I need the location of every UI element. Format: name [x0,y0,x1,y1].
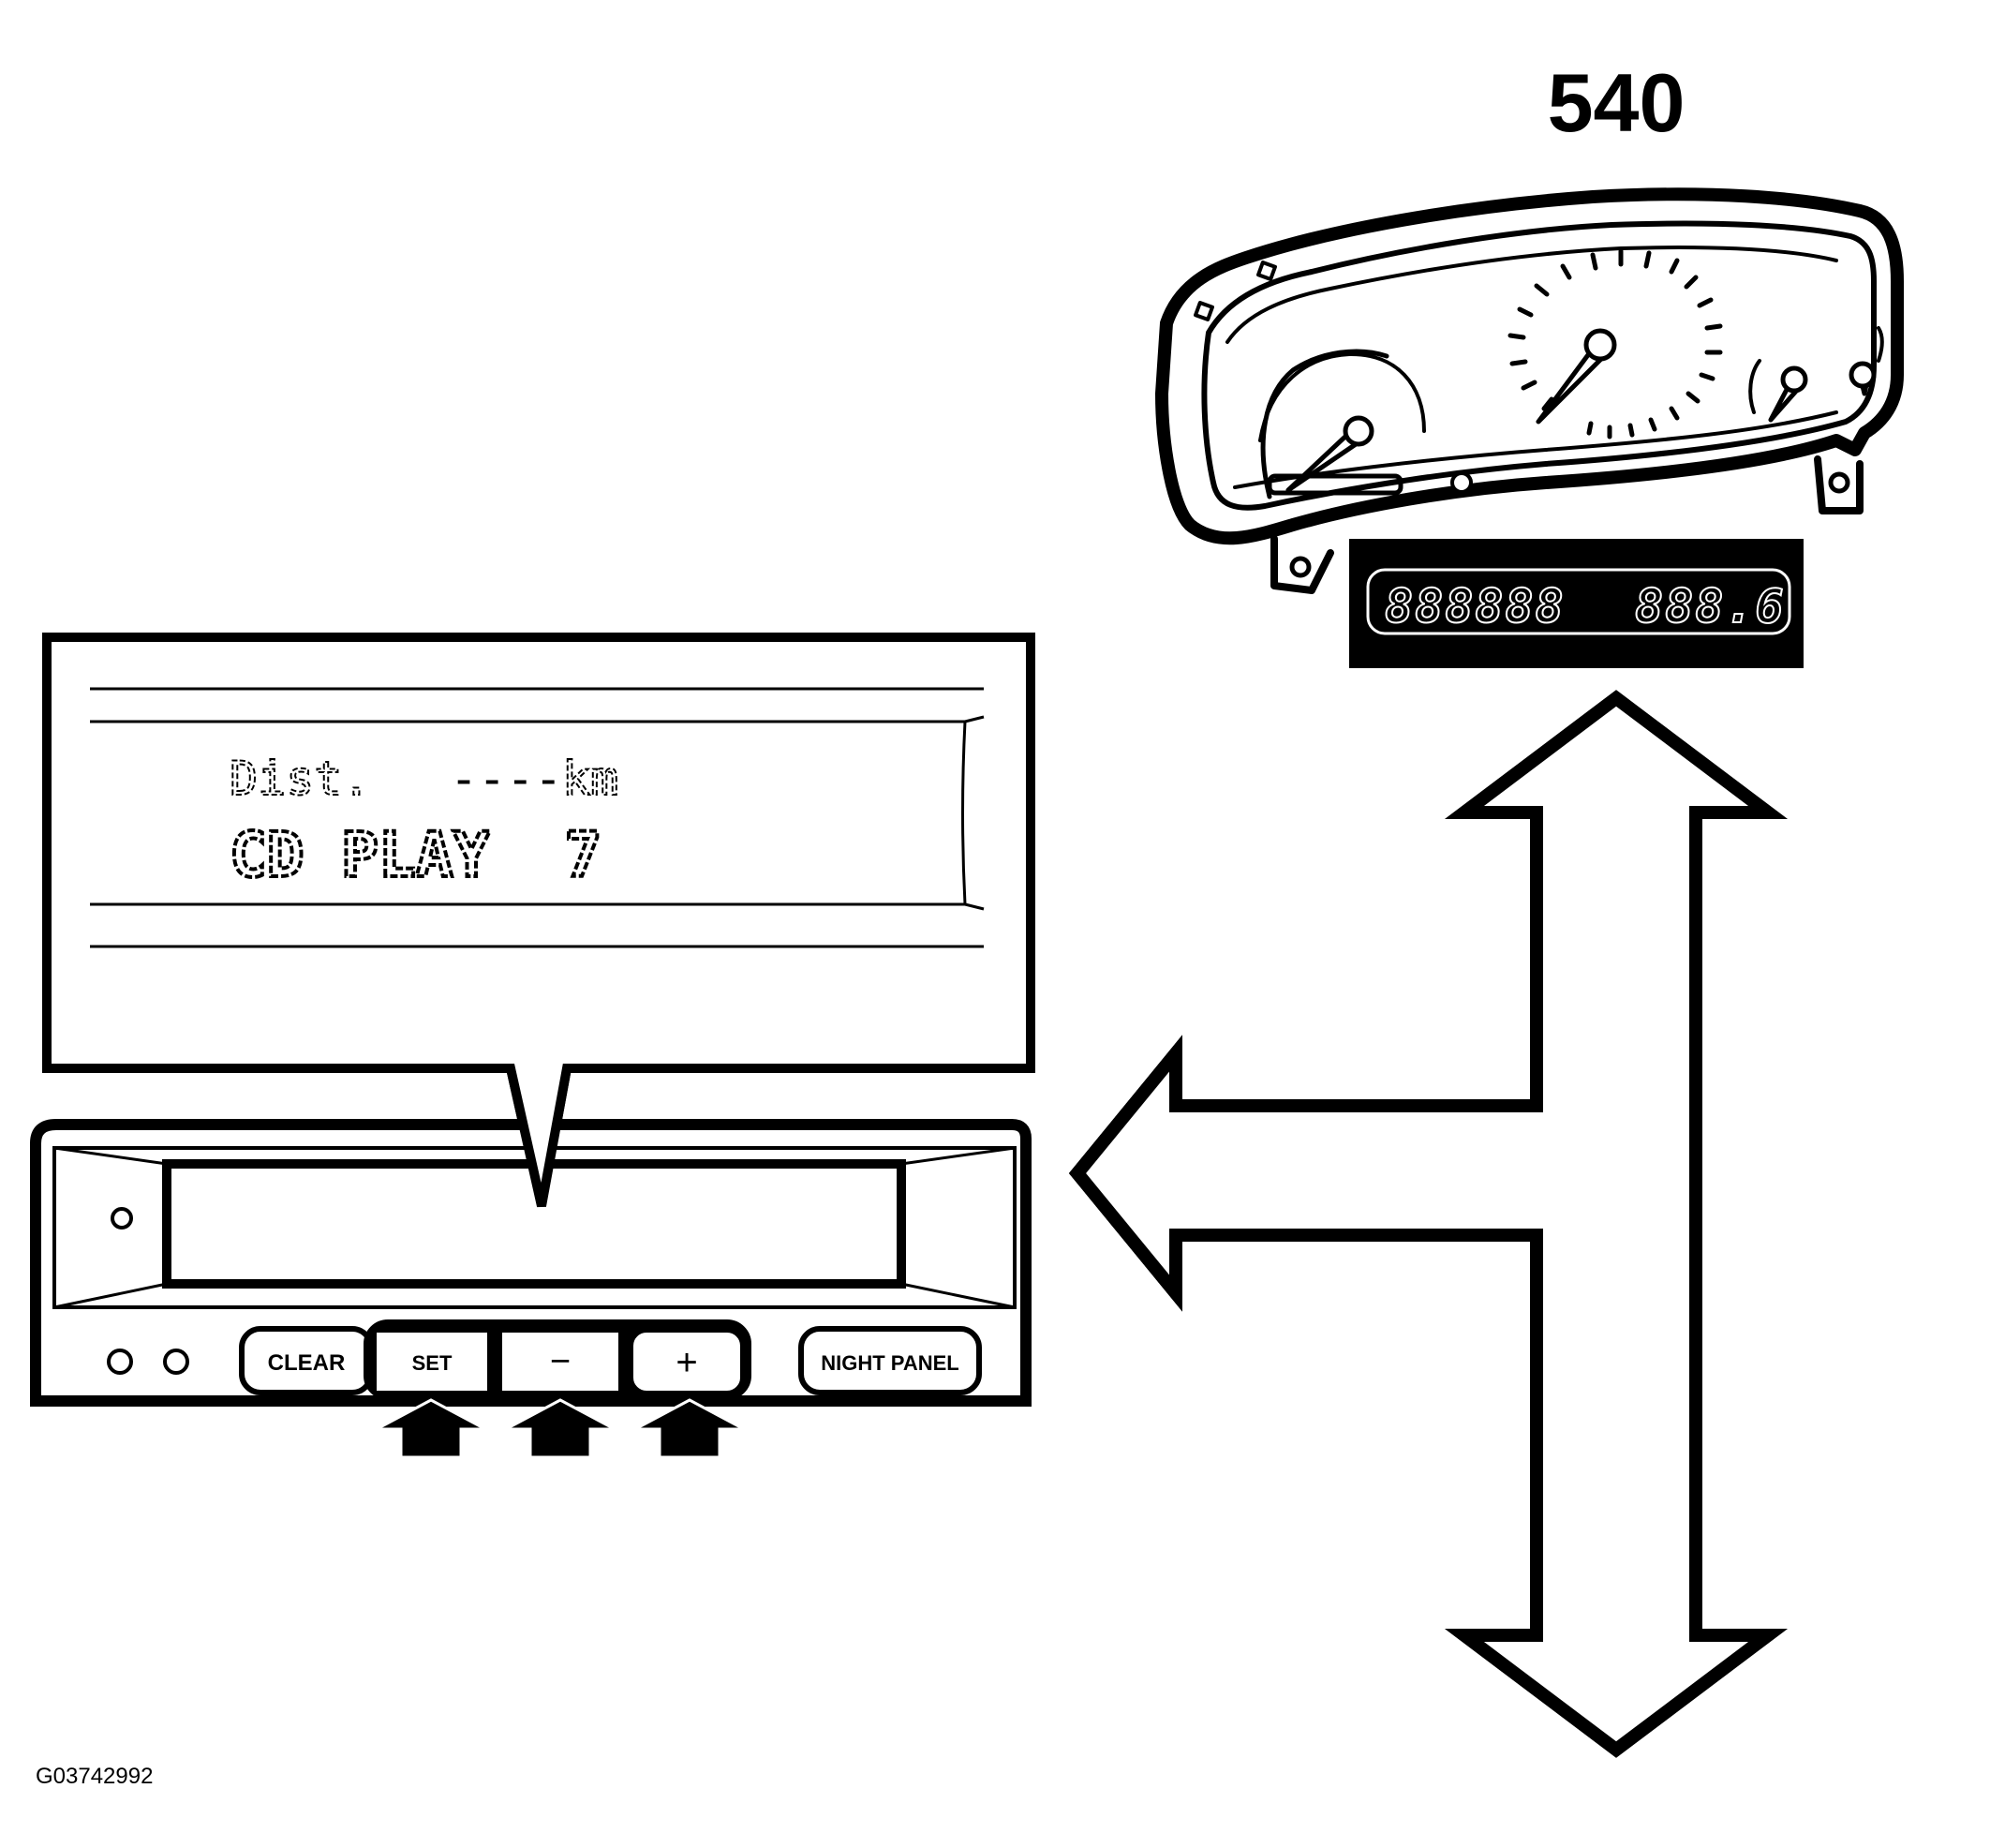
plus-button-label: + [676,1342,697,1383]
set-button-label: SET [412,1351,453,1375]
set-button[interactable]: SET [373,1329,491,1394]
press-arrow-icon [376,1398,745,1459]
display-dist-label: Dist. [230,752,371,806]
cluster-label: 540 [1548,56,1686,149]
minus-button[interactable]: − [498,1329,622,1394]
odometer-display: 888888 888.6 [1349,539,1804,668]
clear-button[interactable]: CLEAR [239,1326,374,1395]
instrument-cluster [1155,187,1904,594]
night-panel-button[interactable]: NIGHT PANEL [798,1326,982,1395]
indicator-led-icon [163,1349,189,1375]
display-dist-value: ---- [450,752,562,806]
display-source-text: CD PLAY 7 [230,819,601,891]
odometer-total: 888888 [1385,579,1566,633]
display-dist-unit: km [562,752,618,806]
figure-code: G03742992 [36,1764,153,1789]
clear-button-label: CLEAR [268,1350,346,1376]
indicator-led-icon [107,1349,133,1375]
indicator-led-icon [111,1207,133,1230]
vertical-double-arrow [1068,690,1788,1758]
display-callout: Dist. ---- km CD PLAY 7 [42,633,1035,1208]
odometer-trip: 888.6 [1635,579,1786,633]
minus-button-label: − [550,1342,571,1381]
night-panel-button-label: NIGHT PANEL [821,1351,958,1375]
plus-button[interactable]: + [630,1329,744,1394]
